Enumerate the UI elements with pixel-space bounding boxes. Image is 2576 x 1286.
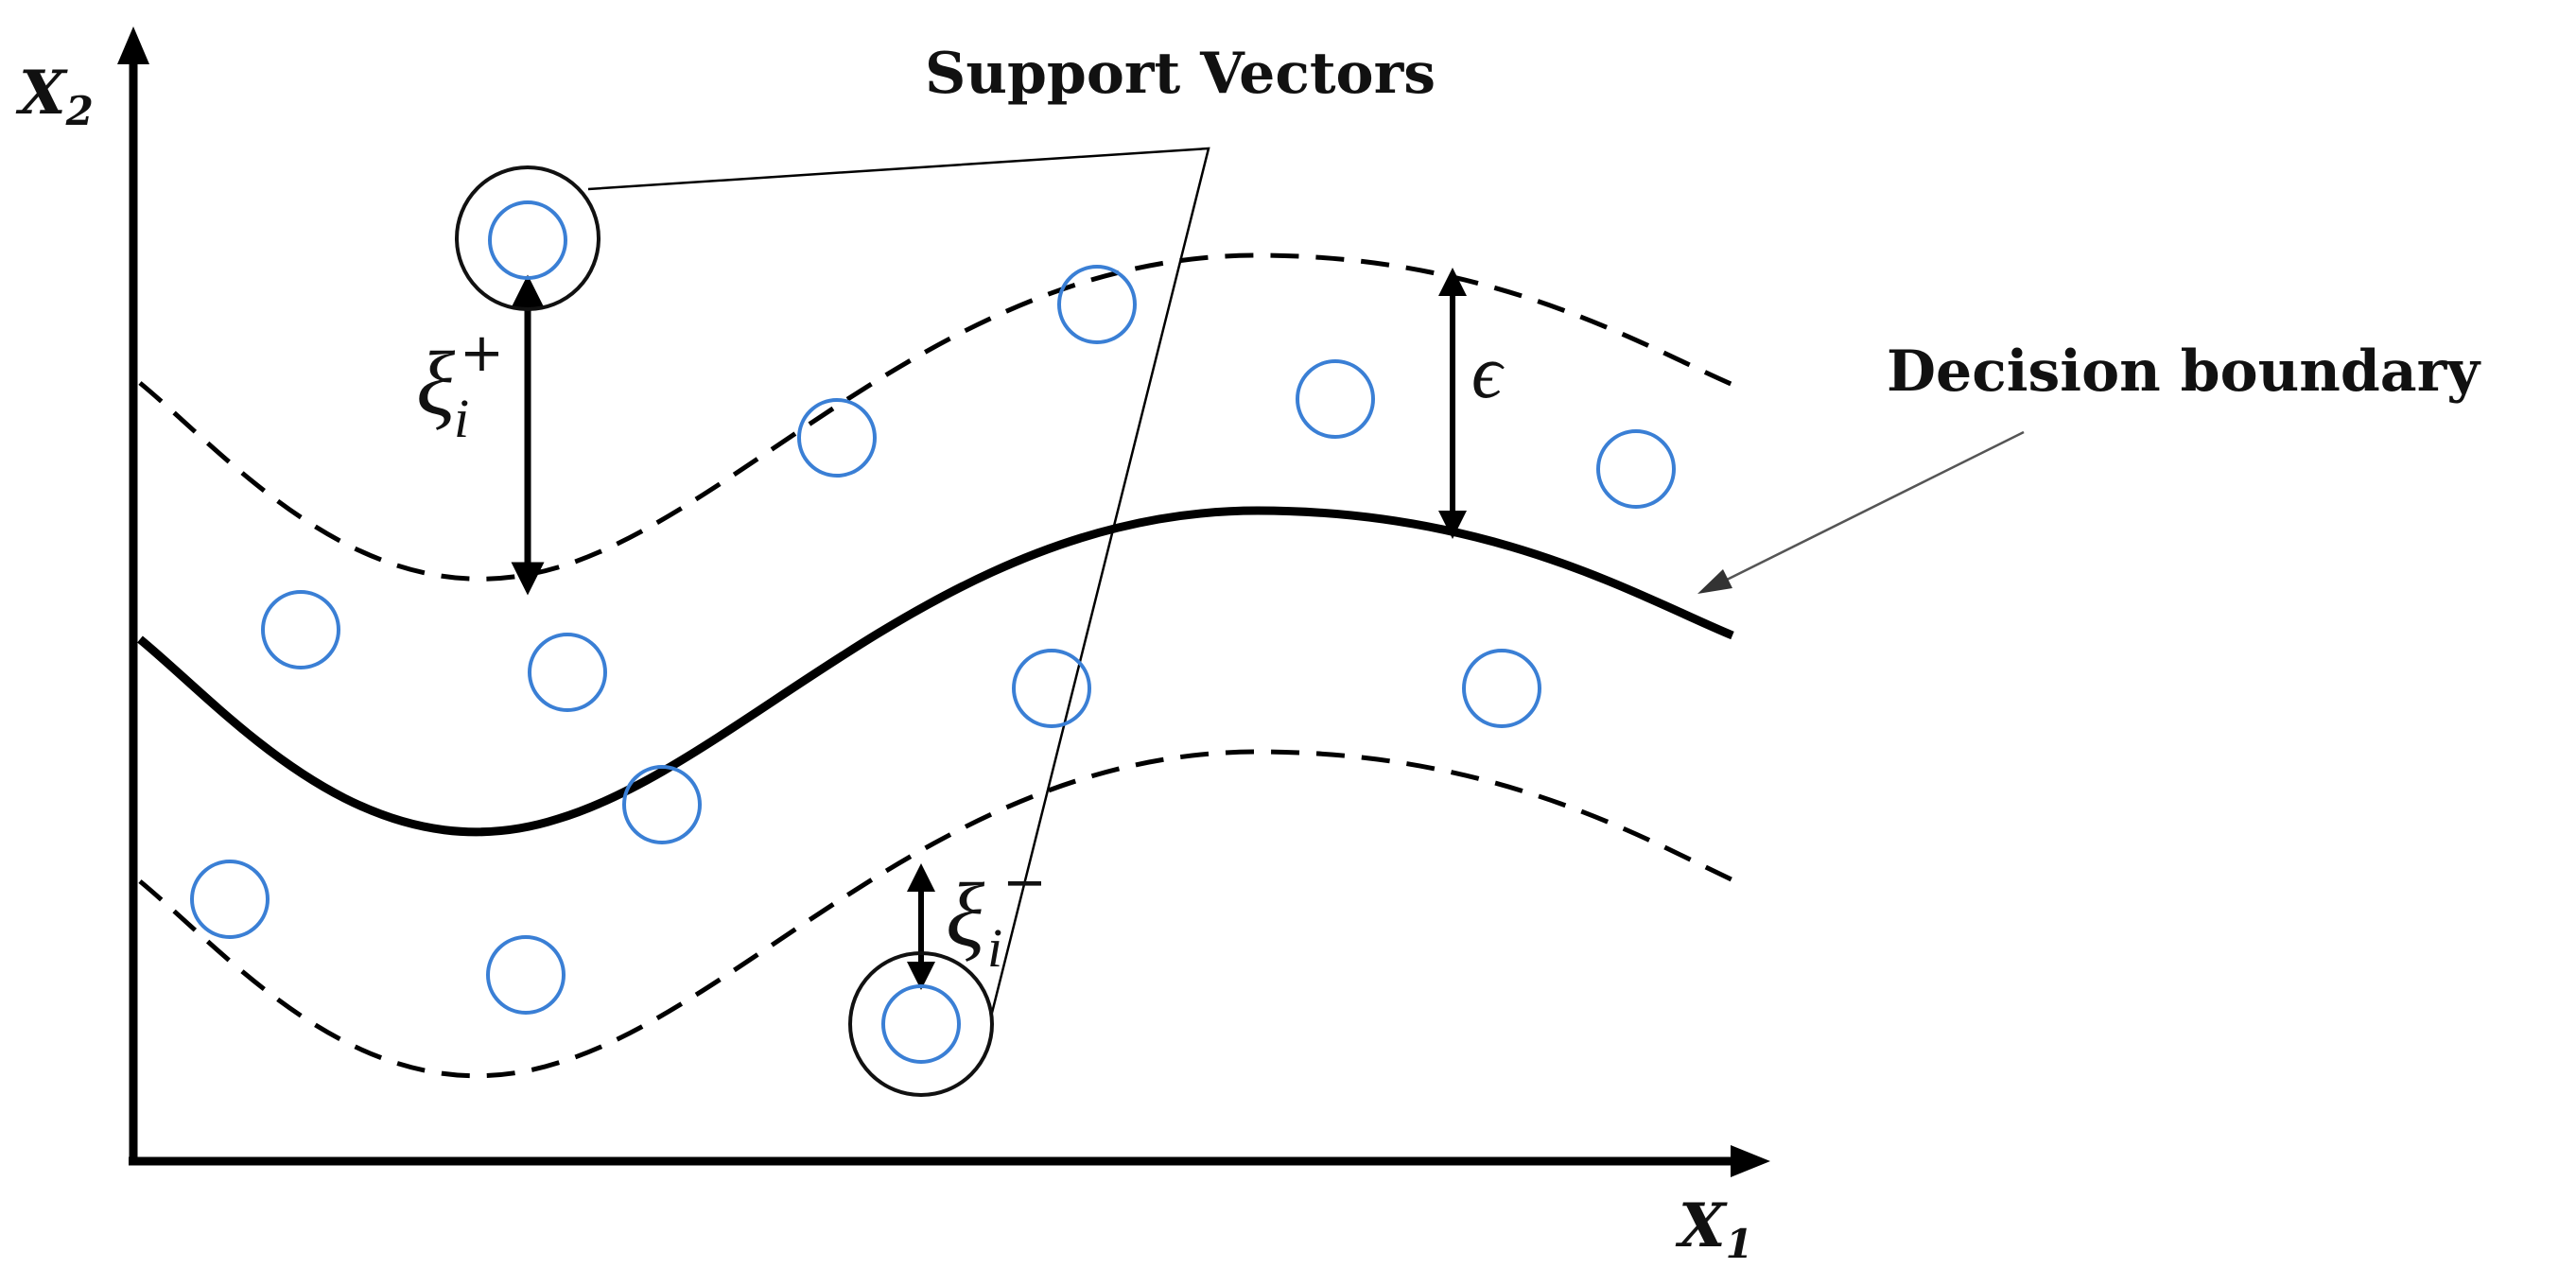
xi-minus-label: ξ i − (946, 852, 1047, 979)
data-point (486, 935, 566, 1015)
data-point (488, 200, 567, 280)
upper-margin-curve (138, 252, 1736, 582)
xi-minus-symbol: ξ (946, 864, 985, 965)
data-points (190, 200, 1676, 1064)
decision-boundary-label: Decision boundary (1887, 339, 2481, 405)
data-point (797, 398, 877, 478)
xi-minus-subscript: i (987, 917, 1002, 979)
epsilon-label: ϵ (1471, 331, 1505, 414)
decision-boundary-arrowhead (1697, 569, 1732, 594)
support-vector-pointer (587, 147, 1210, 1017)
data-point (261, 590, 340, 669)
support-vector-ring-top (455, 165, 600, 311)
lower-margin-curve (138, 749, 1737, 1079)
support-vectors-label: Support Vectors (925, 41, 1436, 107)
xi-plus-superscript: + (460, 322, 504, 384)
data-point (1296, 359, 1375, 439)
decision-boundary-curve (137, 506, 1734, 837)
x-axis-arrowhead (1731, 1145, 1770, 1177)
y-axis-label: X2 (15, 58, 94, 134)
data-point (1596, 429, 1676, 509)
xi-minus-superscript: − (1002, 852, 1047, 913)
xi-plus-subscript: i (454, 388, 469, 449)
data-point (881, 984, 961, 1064)
data-point (190, 860, 270, 939)
decision-boundary-pointer (1709, 430, 2025, 590)
y-axis-arrowhead (117, 26, 149, 64)
support-vector-ring-bottom (848, 951, 994, 1097)
data-point (528, 633, 607, 712)
data-point (1012, 649, 1091, 728)
data-point (622, 765, 702, 844)
data-point (1057, 265, 1137, 344)
data-point (1462, 649, 1541, 728)
x-axis-label: X1 (1675, 1190, 1753, 1267)
xi-plus-symbol: ξ (416, 333, 456, 434)
xi-plus-label: ξ i + (416, 322, 504, 449)
